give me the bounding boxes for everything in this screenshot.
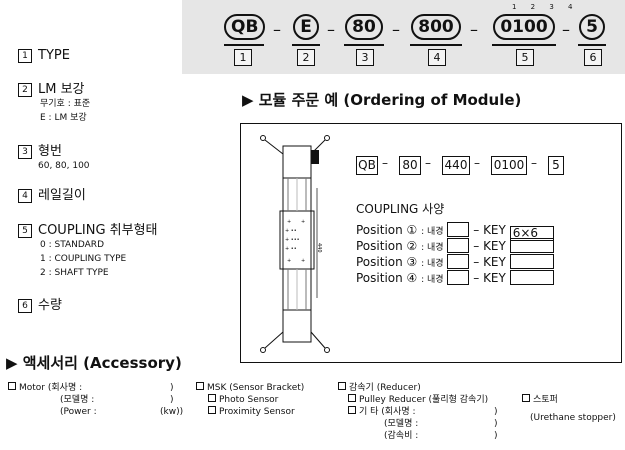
idle-end-block bbox=[282, 309, 312, 343]
accessory-reducer: 감속기 (Reducer) bbox=[338, 382, 421, 394]
module-drawing: + + + •• + ••• + •• + + 440 bbox=[260, 135, 330, 353]
module-example-box bbox=[240, 123, 622, 363]
reducer-checkbox[interactable] bbox=[338, 382, 346, 390]
code-dash: – bbox=[273, 20, 281, 39]
mount-hole bbox=[324, 347, 330, 353]
code-segment-type: QB bbox=[224, 14, 266, 46]
svg-text:+ ••: + •• bbox=[285, 228, 297, 234]
code-segment-lm: E bbox=[292, 14, 320, 46]
code-dash: – bbox=[562, 20, 570, 39]
example-dash: – bbox=[474, 156, 480, 170]
code-number: 3 bbox=[356, 49, 374, 66]
example-segment: QB bbox=[356, 156, 378, 175]
code-segment-size: 80 bbox=[344, 14, 384, 46]
key-field[interactable] bbox=[509, 238, 554, 253]
mount-hole bbox=[260, 135, 266, 141]
close-paren: ) bbox=[494, 431, 498, 441]
close-paren: ) bbox=[170, 395, 174, 405]
position-row: Position ④ : 내경 – KEY bbox=[356, 270, 554, 285]
pulley-reducer-checkbox[interactable] bbox=[348, 394, 356, 402]
code-dash: – bbox=[327, 20, 335, 39]
close-paren: ) bbox=[170, 383, 174, 393]
example-segment: 440 bbox=[442, 156, 470, 175]
digit-position-labels: 1 2 3 4 bbox=[512, 3, 579, 11]
sensor-connector bbox=[311, 150, 319, 164]
reducer-other: 기 타 (회사명 : bbox=[348, 406, 416, 418]
bore-field[interactable] bbox=[447, 254, 470, 269]
code-dash: – bbox=[470, 20, 478, 39]
example-segment: 0100 bbox=[491, 156, 527, 175]
example-segment: 5 bbox=[548, 156, 564, 175]
accessory-motor: Motor (회사명 : bbox=[8, 382, 82, 394]
position-row: Position ② : 내경 – KEY bbox=[356, 238, 554, 253]
coupling-title: COUPLING 사양 bbox=[356, 202, 445, 216]
svg-text:+ •••: + ••• bbox=[285, 237, 300, 243]
photo-sensor-checkbox[interactable] bbox=[208, 394, 216, 402]
module-heading: ▶ 모듈 주문 예 (Ordering of Module) bbox=[242, 91, 522, 109]
close-paren: ) bbox=[494, 407, 498, 417]
accessory-stopper: 스토퍼 bbox=[522, 394, 558, 406]
bore-field[interactable] bbox=[447, 270, 470, 285]
reducer-ratio-line: (감속비 : bbox=[384, 431, 419, 441]
code-segment-coupling: 0100 bbox=[492, 14, 556, 46]
motor-checkbox[interactable] bbox=[8, 382, 16, 390]
stopper-checkbox[interactable] bbox=[522, 394, 530, 402]
code-number: 1 bbox=[234, 49, 252, 66]
rail-body bbox=[282, 145, 312, 343]
reducer-pulley: Pulley Reducer (풀리형 감속기) bbox=[348, 394, 488, 406]
key-field[interactable] bbox=[509, 270, 554, 285]
mount-hole bbox=[324, 135, 330, 141]
motor-end-block bbox=[282, 145, 312, 179]
code-number: 5 bbox=[516, 49, 534, 66]
msk-photo: Photo Sensor bbox=[208, 394, 278, 406]
code-number: 2 bbox=[297, 49, 315, 66]
motor-model-line: (모델명 : bbox=[60, 395, 95, 405]
code-dash: – bbox=[392, 20, 400, 39]
proximity-sensor-checkbox[interactable] bbox=[208, 406, 216, 414]
msk-proximity: Proximity Sensor bbox=[208, 406, 295, 418]
svg-text:+: + bbox=[301, 219, 305, 225]
svg-text:+: + bbox=[301, 258, 305, 264]
key-field[interactable]: 6×6 bbox=[509, 226, 554, 241]
code-number: 6 bbox=[584, 49, 602, 66]
position-row: Position ③ : 내경 – KEY bbox=[356, 254, 554, 269]
stopper-sub: (Urethane stopper) bbox=[530, 413, 616, 423]
reducer-model-line: (모델명 : bbox=[384, 419, 419, 429]
position-row: Position ① : 내경 – KEY 6×6 bbox=[356, 222, 554, 241]
power-unit: (kw)) bbox=[160, 407, 184, 417]
code-segment-qty: 5 bbox=[578, 14, 606, 46]
example-dash: – bbox=[382, 156, 388, 170]
close-paren: ) bbox=[494, 419, 498, 429]
svg-text:+ ••: + •• bbox=[285, 246, 297, 252]
example-dash: – bbox=[425, 156, 431, 170]
msk-checkbox[interactable] bbox=[196, 382, 204, 390]
bore-field[interactable] bbox=[447, 222, 470, 237]
example-segment: 80 bbox=[399, 156, 421, 175]
svg-text:+: + bbox=[287, 219, 291, 225]
svg-text:+: + bbox=[287, 258, 291, 264]
code-segment-rail: 800 bbox=[410, 14, 462, 46]
dimension-label: 440 bbox=[316, 243, 322, 253]
bore-field[interactable] bbox=[447, 238, 470, 253]
other-reducer-checkbox[interactable] bbox=[348, 406, 356, 414]
mount-hole bbox=[260, 347, 266, 353]
accessory-msk: MSK (Sensor Bracket) bbox=[196, 382, 304, 394]
code-number: 4 bbox=[428, 49, 446, 66]
accessory-heading: ▶ 액세서리 (Accessory) bbox=[6, 354, 182, 372]
example-dash: – bbox=[531, 156, 537, 170]
key-field[interactable] bbox=[509, 254, 554, 269]
motor-power-line: (Power : bbox=[60, 407, 97, 417]
